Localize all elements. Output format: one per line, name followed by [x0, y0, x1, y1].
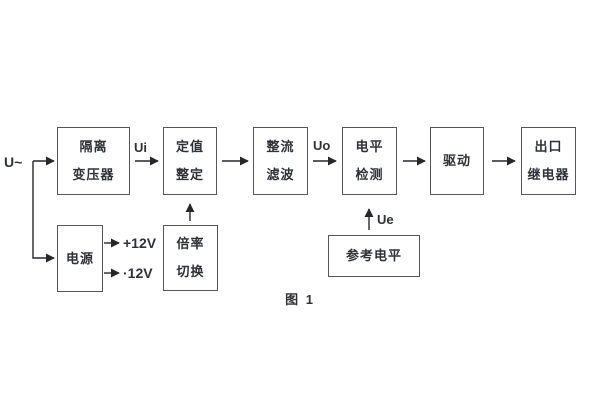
block-level-detect: 电平 检测 — [342, 127, 397, 195]
block-label: 电源 — [65, 250, 94, 266]
block-label: 出口 — [534, 139, 563, 154]
block-label: 整流 — [266, 139, 295, 154]
block-reference-level: 参考电平 — [328, 235, 420, 277]
label-ue: Ue — [377, 212, 394, 227]
figure-caption: 图 1 — [285, 292, 315, 307]
label-uo: Uo — [313, 138, 331, 153]
label-input-voltage: U~ — [4, 154, 23, 170]
block-label: 电平 — [355, 139, 384, 154]
block-label: 变压器 — [72, 167, 115, 182]
label-ui: Ui — [134, 140, 147, 155]
block-setpoint-adjust: 定值 整定 — [163, 127, 217, 195]
block-label: 滤波 — [266, 167, 295, 182]
block-output-relay: 出口 继电器 — [521, 127, 576, 195]
block-isolation-transformer: 隔离 变压器 — [57, 127, 130, 195]
label-minus-12v: ·12V — [123, 265, 153, 281]
block-drive: 驱动 — [430, 127, 484, 195]
block-label: 倍率 — [176, 236, 205, 251]
block-label: 隔离 — [79, 139, 108, 154]
block-label: 定值 — [175, 139, 204, 154]
block-label: 切换 — [176, 264, 205, 279]
block-label: 检测 — [355, 167, 384, 182]
block-label: 驱动 — [442, 153, 471, 168]
arrow-input-to-power — [32, 161, 55, 263]
block-ratio-switch: 倍率 切换 — [163, 225, 218, 291]
block-label: 继电器 — [527, 167, 570, 182]
block-rectifier-filter: 整流 滤波 — [253, 127, 308, 195]
block-power-supply: 电源 — [57, 225, 103, 292]
label-plus-12v: +12V — [123, 235, 157, 251]
block-label: 参考电平 — [345, 248, 402, 263]
block-label: 整定 — [175, 167, 204, 182]
